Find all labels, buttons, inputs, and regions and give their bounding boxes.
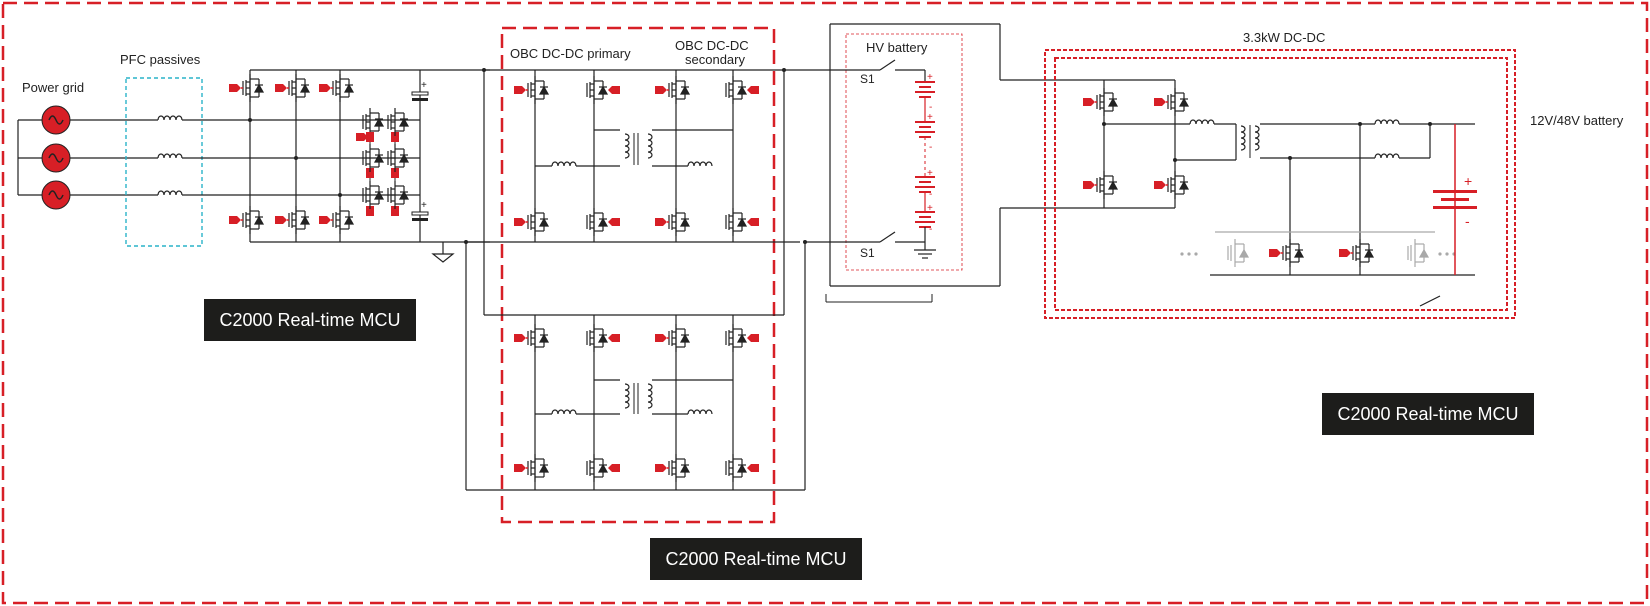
svg-text:-: - <box>1465 213 1470 229</box>
hv-battery-box <box>845 33 963 271</box>
svg-text:+: + <box>927 72 933 83</box>
hv-battery-circuit: + + + + - - - - <box>790 23 1104 303</box>
dcdc-outer-box <box>1044 49 1516 319</box>
svg-text:+: + <box>421 200 427 211</box>
switch-s1-bottom-label: S1 <box>860 246 875 260</box>
obc-secondary-label-line2: secondary <box>685 52 745 67</box>
svg-text:+: + <box>927 168 933 179</box>
dcdc-inner-box <box>1054 57 1508 311</box>
obc-dcdc-box <box>500 26 776 524</box>
pfc-passives-box <box>125 77 203 247</box>
svg-text:-: - <box>929 224 932 235</box>
svg-text:+: + <box>421 80 427 91</box>
pfc-bridge: + + <box>228 69 490 263</box>
svg-text:+: + <box>1464 173 1472 189</box>
svg-text:+: + <box>927 112 933 123</box>
svg-text:+: + <box>927 203 933 214</box>
svg-text:-: - <box>929 102 932 113</box>
power-grid-sources <box>17 105 158 210</box>
dcdc-circuit: + - <box>1082 79 1477 307</box>
power-grid-label: Power grid <box>22 80 85 95</box>
pfc-passives-label: PFC passives <box>120 52 201 67</box>
switch-s1-top-label: S1 <box>860 72 875 86</box>
hv-battery-label: HV battery <box>866 40 928 55</box>
dcdc-title-label: 3.3kW DC-DC <box>1243 30 1326 45</box>
lv-battery-label: 12V/48V battery <box>1530 113 1624 128</box>
obc-secondary-label-line1: OBC DC-DC <box>675 38 749 53</box>
obc-upper-stage <box>464 68 800 490</box>
svg-text:-: - <box>929 189 932 200</box>
mcu-block-obc: C2000 Real-time MCU <box>650 538 862 580</box>
obc-lower-stage <box>466 68 807 491</box>
mcu-block-pfc: C2000 Real-time MCU <box>204 299 416 341</box>
obc-primary-label: OBC DC-DC primary <box>510 46 631 61</box>
mcu-block-dcdc: C2000 Real-time MCU <box>1322 393 1534 435</box>
svg-text:-: - <box>929 142 932 153</box>
